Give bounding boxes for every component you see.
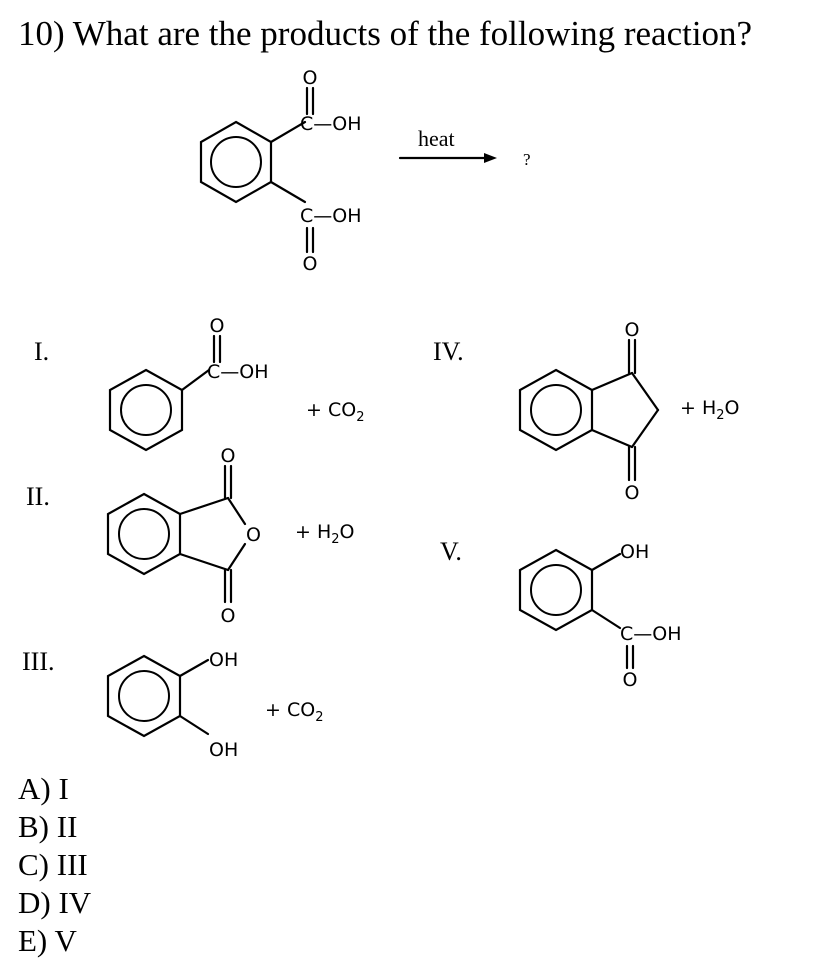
bond xyxy=(178,658,210,678)
carboxyl-label: C—OH xyxy=(620,623,682,645)
bond xyxy=(226,542,247,572)
hydroxyl-bottom-label: OH xyxy=(209,739,238,761)
oxygen-label: O xyxy=(303,67,318,89)
bond xyxy=(269,120,307,144)
answer-choices: A) I B) II C) III D) IV E) V xyxy=(18,770,91,960)
byproduct-co2: + CO2 xyxy=(265,699,323,725)
byproduct-h2o: + H2O xyxy=(295,521,355,547)
oxygen-label: O xyxy=(625,319,640,341)
aromatic-circle xyxy=(120,384,172,436)
oxygen-label: O xyxy=(625,482,640,504)
answer-c[interactable]: C) III xyxy=(18,847,88,882)
oxygen-label: O xyxy=(303,253,318,275)
bond xyxy=(590,428,634,449)
hydroxyl-label: OH xyxy=(620,541,649,563)
ring-oxygen-label: O xyxy=(246,524,261,546)
hydroxyl-top-label: OH xyxy=(209,649,238,671)
bond xyxy=(269,180,307,204)
heat-label: heat xyxy=(418,126,455,151)
carboxyl-top-label: C—OH xyxy=(300,113,362,135)
option-v-label: V. xyxy=(440,537,462,566)
byproduct-h2o: + H2O xyxy=(680,397,740,423)
option-v: V. OH C—OH O xyxy=(440,537,682,691)
option-iii: III. OH OH + CO2 xyxy=(22,647,323,761)
answer-a[interactable]: A) I xyxy=(18,771,69,806)
bond xyxy=(180,368,211,392)
oxygen-label: O xyxy=(210,315,225,337)
option-iv-label: IV. xyxy=(433,337,464,366)
answer-d[interactable]: D) IV xyxy=(18,885,92,920)
option-ii-label: II. xyxy=(26,482,50,511)
bond xyxy=(590,371,634,392)
bond xyxy=(178,552,230,572)
answer-b[interactable]: B) II xyxy=(18,809,78,844)
bond xyxy=(178,714,210,736)
aromatic-circle xyxy=(118,670,170,722)
bond xyxy=(630,371,660,412)
bond xyxy=(226,496,247,526)
question-text: 10) What are the products of the followi… xyxy=(18,14,753,53)
bond xyxy=(630,408,660,449)
bond xyxy=(590,552,622,572)
carboxyl-bottom-label: C—OH xyxy=(300,205,362,227)
carboxyl-label: C—OH xyxy=(207,361,269,383)
reaction-arrow: heat ? xyxy=(398,126,531,169)
oxygen-label: O xyxy=(623,669,638,691)
bond xyxy=(590,608,622,630)
option-i-label: I. xyxy=(34,337,49,366)
oxygen-label: O xyxy=(221,605,236,627)
reactant-phthalic-acid: O C—OH C—OH O xyxy=(199,67,362,275)
option-i: I. O C—OH + CO2 xyxy=(34,315,364,452)
unknown-product: ? xyxy=(523,150,531,169)
option-iv: IV. O O + H2O xyxy=(433,319,740,504)
answer-e[interactable]: E) V xyxy=(18,923,77,958)
aromatic-circle xyxy=(210,136,262,188)
option-iii-label: III. xyxy=(22,647,54,676)
byproduct-co2: + CO2 xyxy=(306,399,364,425)
aromatic-circle xyxy=(118,508,170,560)
bond xyxy=(178,496,230,516)
oxygen-label: O xyxy=(221,445,236,467)
arrow-head-icon xyxy=(484,153,497,163)
aromatic-circle xyxy=(530,564,582,616)
aromatic-circle xyxy=(530,384,582,436)
option-ii: II. O O O + H2O xyxy=(26,445,355,627)
